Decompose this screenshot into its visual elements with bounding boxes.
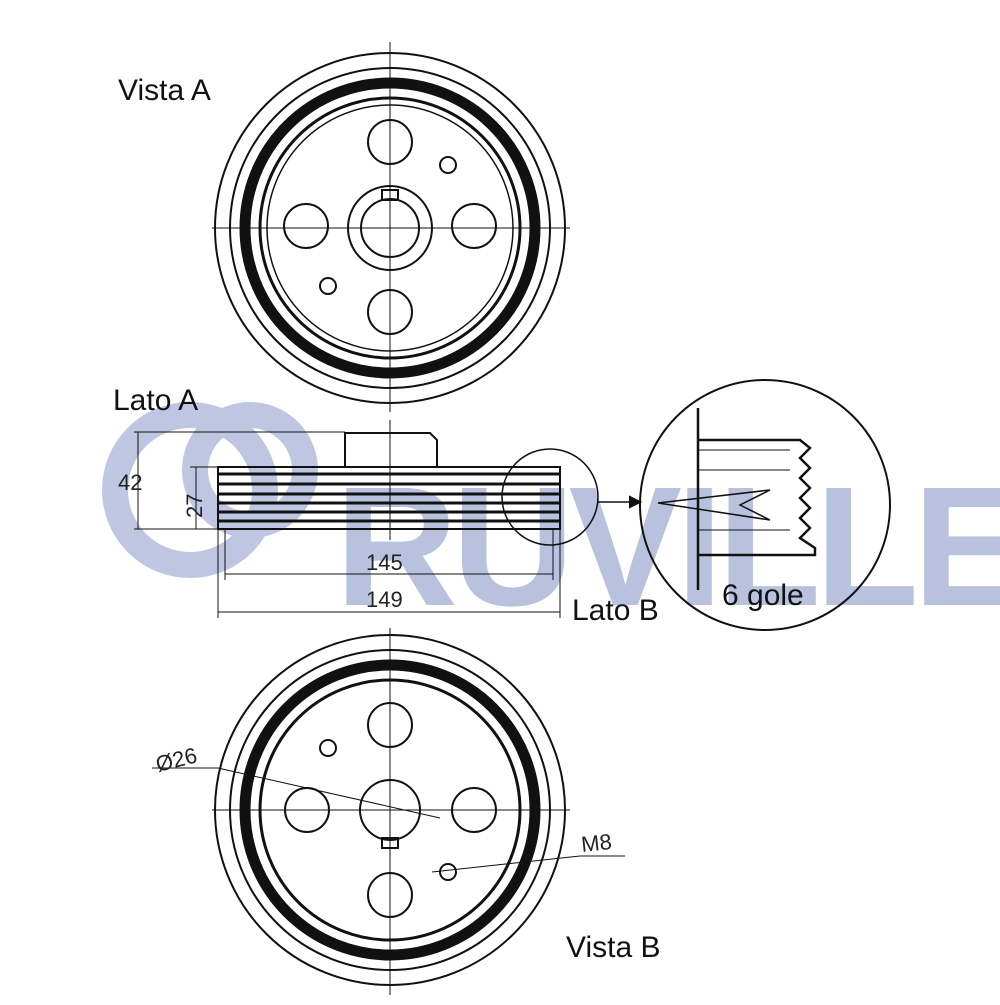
brand-wordmark: RUVILLE — [335, 452, 1000, 642]
label-vista-b: Vista B — [566, 931, 661, 964]
label-vista-a: Vista A — [118, 74, 211, 107]
detail-arrow — [629, 495, 643, 509]
label-lato-b: Lato B — [572, 594, 659, 627]
view-a-small-hole-1 — [439, 156, 457, 174]
groove-detail — [639, 379, 891, 631]
view-b-small-hole-1 — [319, 739, 337, 757]
dim-145-text: 145 — [366, 550, 403, 575]
detail-marker-circle — [501, 448, 599, 546]
label-lato-a: Lato A — [113, 384, 198, 417]
groove-detail-circle — [639, 379, 891, 631]
side-view-body — [217, 466, 561, 530]
label-grooves: 6 gole — [722, 579, 804, 612]
side-view — [134, 420, 643, 618]
dim-dia26-text: Ø26 — [153, 743, 199, 777]
groove-detail-arrow — [657, 489, 771, 521]
side-view-hub — [344, 432, 438, 467]
view-a-bolt-hole-right — [451, 203, 497, 249]
dim-m8-text: M8 — [580, 829, 613, 857]
view-a-small-hole-2 — [319, 277, 337, 295]
dim-149-text: 149 — [366, 587, 403, 612]
ruville-emblem — [102, 402, 318, 578]
groove-profile — [698, 438, 817, 557]
m8-leader — [431, 855, 581, 873]
view-b — [152, 628, 625, 995]
view-b-small-hole-2 — [439, 863, 457, 881]
view-a-bolt-hole-left — [283, 203, 329, 249]
dia26-leader — [217, 767, 441, 819]
dim-42-text: 42 — [118, 470, 142, 495]
dim-27-text: 27 — [182, 494, 207, 518]
view-a — [212, 42, 570, 412]
